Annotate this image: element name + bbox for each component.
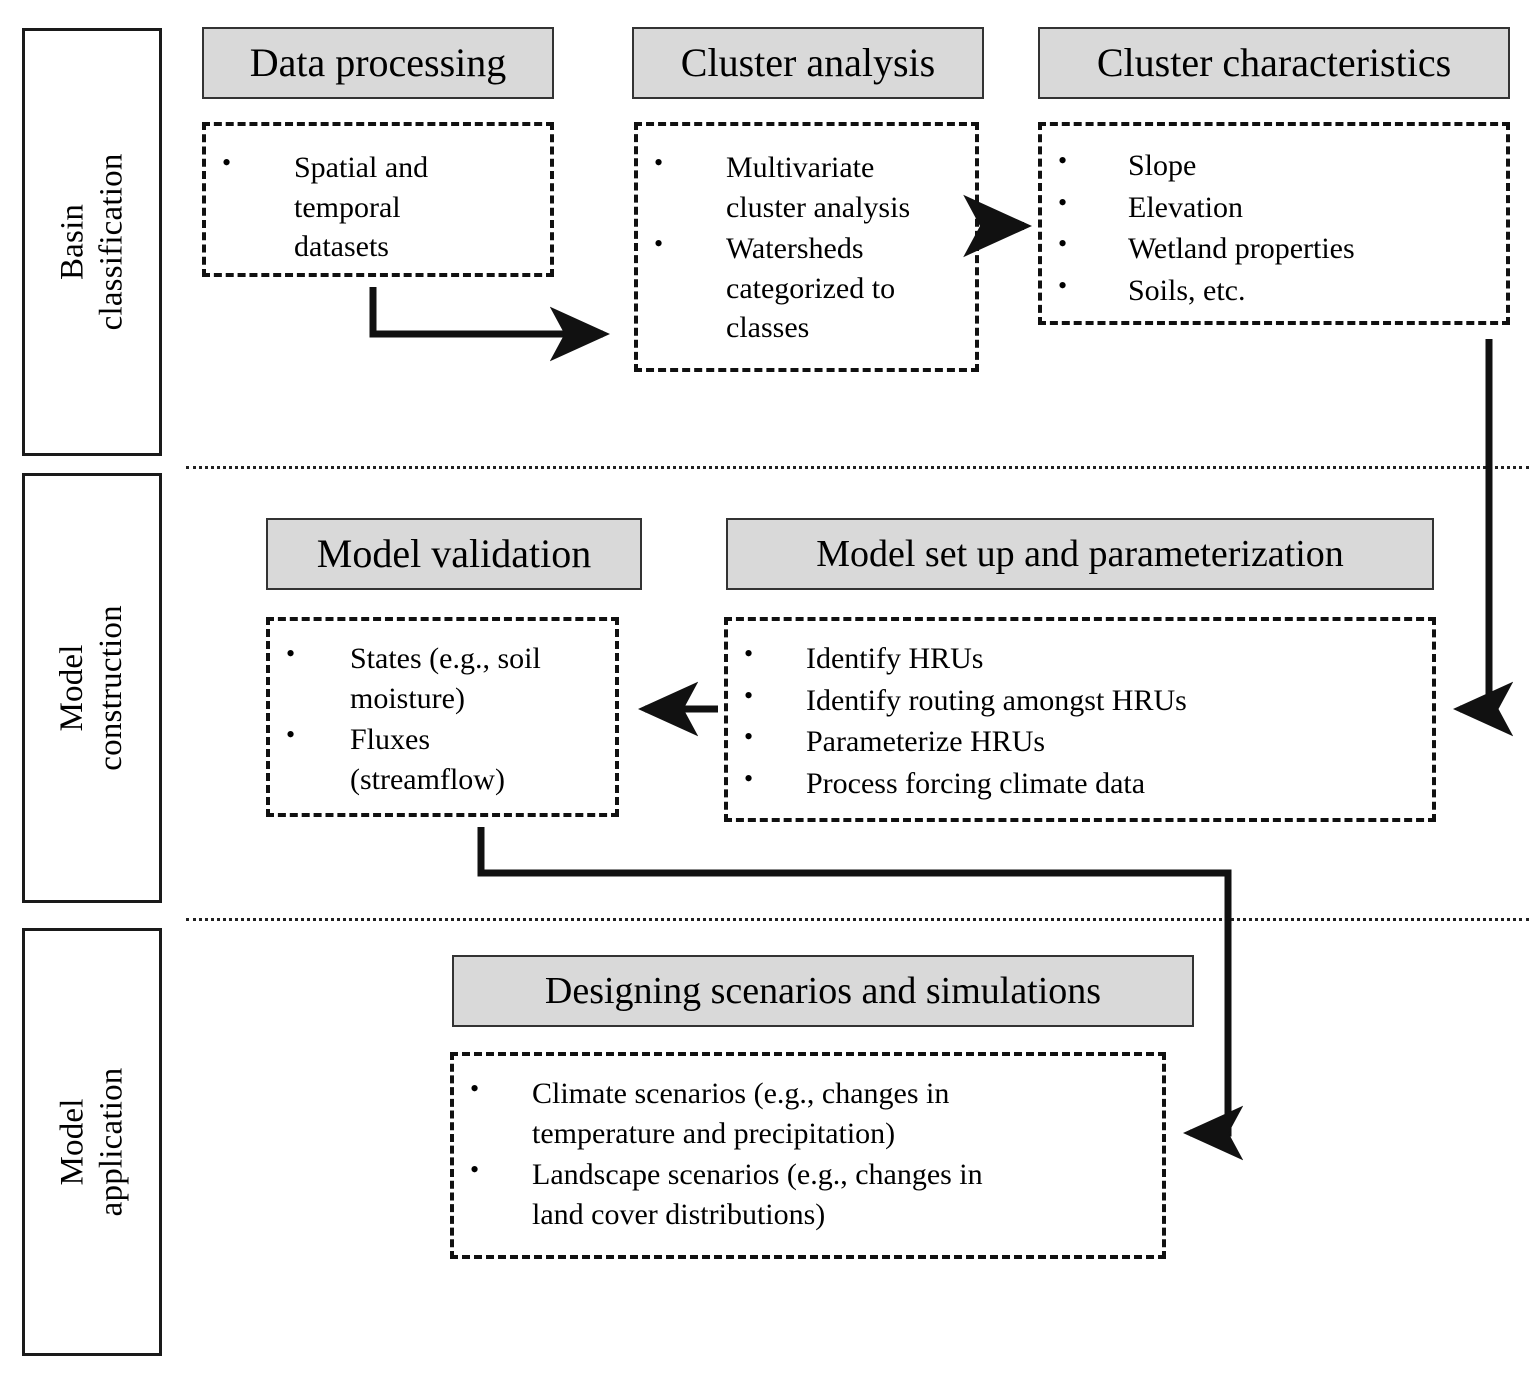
panel-model-validation: • States (e.g., soil moisture) • Fluxes …	[266, 617, 619, 817]
list-item: • Climate scenarios (e.g., changes in te…	[470, 1074, 1162, 1153]
bullet-icon: •	[744, 763, 754, 793]
list-item-line: temporal	[294, 190, 401, 224]
bullet-icon: •	[470, 1155, 480, 1185]
list-item-line: Landscape scenarios (e.g., changes in	[532, 1158, 983, 1192]
list-item-line: datasets	[294, 230, 389, 264]
list-item: • States (e.g., soil moisture)	[286, 639, 615, 718]
header-data-processing: Data processing	[202, 27, 554, 99]
list-item-line: Identify HRUs	[806, 642, 984, 675]
connector-characteristics-to-setup	[1452, 339, 1514, 737]
header-model-setup: Model set up and parameterization	[726, 518, 1434, 590]
stage-label-application-line2: application	[93, 1067, 130, 1217]
header-model-validation: Model validation	[266, 518, 642, 590]
bullet-icon: •	[470, 1074, 480, 1103]
list-item-line: Wetland properties	[1128, 232, 1355, 266]
list-item-line: Process forcing climate data	[806, 766, 1146, 800]
bullet-icon: •	[222, 148, 232, 177]
bullet-icon: •	[1058, 146, 1068, 175]
list-item: • Identify HRUs	[744, 639, 1432, 679]
header-model-setup-label: Model set up and parameterization	[816, 533, 1344, 575]
header-cluster-characteristics-label: Cluster characteristics	[1096, 40, 1452, 85]
panel-cluster-analysis: • Multivariate cluster analysis • Waters…	[634, 122, 979, 372]
bullet-icon: •	[744, 722, 754, 752]
list-item-line: moisture)	[350, 681, 465, 715]
bullet-icon: •	[1058, 229, 1068, 259]
list-item-line: Elevation	[1128, 190, 1243, 224]
bullet-icon: •	[1058, 270, 1068, 300]
bullet-icon: •	[286, 639, 296, 668]
list-item: • Process forcing climate data	[744, 764, 1432, 804]
section-separator-1	[186, 466, 1529, 469]
stage-label-model-construction-text: Model construction	[53, 605, 131, 771]
list-item: • Multivariate cluster analysis	[654, 148, 975, 227]
list-item: • Soils, etc.	[1058, 271, 1506, 311]
list-item-line: States (e.g., soil	[350, 642, 541, 675]
list-item-line: Watersheds	[726, 232, 864, 266]
header-model-validation-label: Model validation	[316, 531, 592, 576]
list-item: • Identify routing amongst HRUs	[744, 681, 1432, 721]
list-item-line: Slope	[1128, 149, 1197, 182]
connector-data-to-cluster	[369, 287, 611, 362]
bullet-icon: •	[286, 720, 296, 750]
header-designing-scenarios-label: Designing scenarios and simulations	[544, 970, 1102, 1012]
header-data-processing-label: Data processing	[249, 40, 507, 85]
list-item: • Fluxes (streamflow)	[286, 720, 615, 799]
list-item-line: Parameterize HRUs	[806, 725, 1046, 759]
bullet-icon: •	[744, 680, 754, 710]
stage-label-basin-classification-text: Basin classification	[53, 154, 131, 331]
stage-label-construction-line2: construction	[93, 605, 129, 771]
list-item-line: land cover distributions)	[532, 1197, 826, 1231]
list-item-line: Fluxes	[350, 723, 431, 757]
stage-label-basin-line1: Basin	[54, 203, 91, 281]
list-item-line: temperature and precipitation)	[532, 1116, 896, 1150]
header-cluster-characteristics: Cluster characteristics	[1038, 27, 1510, 99]
stage-label-model-application: Model application	[22, 928, 162, 1356]
list-item: • Slope	[1058, 146, 1506, 186]
panel-cluster-characteristics: • Slope • Elevation • Wetland properties…	[1038, 122, 1510, 325]
header-designing-scenarios: Designing scenarios and simulations	[452, 955, 1194, 1027]
list-item: • Parameterize HRUs	[744, 722, 1432, 762]
list-item: • Watersheds categorized to classes	[654, 229, 975, 348]
stage-label-model-construction: Model construction	[22, 473, 162, 903]
list-item-line: cluster analysis	[726, 190, 911, 224]
bullet-icon: •	[654, 229, 664, 259]
list-item: • Wetland properties	[1058, 229, 1506, 269]
panel-designing-scenarios: • Climate scenarios (e.g., changes in te…	[450, 1052, 1166, 1259]
stage-label-basin-line2: classification	[93, 153, 129, 331]
section-separator-2	[186, 918, 1529, 921]
stage-label-basin-classification: Basin classification	[22, 28, 162, 456]
list-item: • Elevation	[1058, 188, 1506, 228]
stage-label-construction-line1: Model	[54, 644, 91, 732]
stage-label-application-line1: Model	[54, 1098, 91, 1186]
list-item-line: Multivariate	[726, 151, 875, 184]
stage-label-model-application-text: Model application	[53, 1068, 131, 1217]
list-item-line: Climate scenarios (e.g., changes in	[532, 1077, 950, 1110]
list-item: • Landscape scenarios (e.g., changes in …	[470, 1155, 1162, 1234]
header-cluster-analysis: Cluster analysis	[632, 27, 984, 99]
list-item-line: Soils, etc.	[1128, 273, 1246, 307]
list-item: • Spatial and temporal datasets	[222, 148, 550, 267]
list-item-line: Spatial and	[294, 151, 429, 184]
bullet-icon: •	[744, 639, 754, 668]
panel-model-setup: • Identify HRUs • Identify routing among…	[724, 617, 1436, 822]
panel-data-processing: • Spatial and temporal datasets	[202, 122, 554, 277]
header-cluster-analysis-label: Cluster analysis	[680, 40, 936, 85]
list-item-line: categorized to	[726, 271, 896, 305]
list-item-line: classes	[726, 311, 810, 345]
bullet-icon: •	[1058, 187, 1068, 217]
bullet-icon: •	[654, 148, 664, 177]
list-item-line: Identify routing amongst HRUs	[806, 683, 1187, 717]
list-item-line: (streamflow)	[350, 762, 505, 796]
